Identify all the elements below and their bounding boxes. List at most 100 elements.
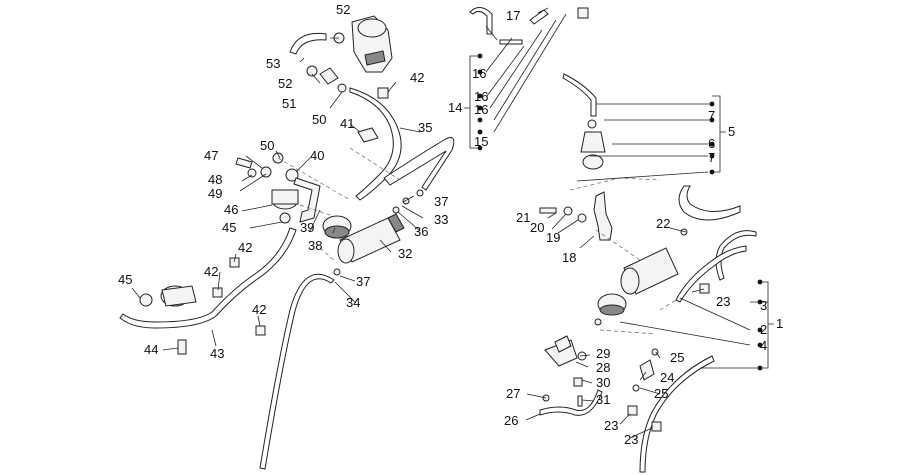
label-38: 38 (308, 238, 322, 253)
clip-23-low (651, 421, 662, 432)
label-15: 15 (474, 134, 488, 149)
clamp-50-top (337, 83, 347, 93)
filter-32 (337, 213, 405, 264)
hose-34 (259, 273, 335, 470)
hose-top-right (529, 9, 549, 25)
label-28: 28 (596, 360, 610, 375)
label-47: 47 (204, 148, 218, 163)
label-42-top: 42 (410, 70, 424, 85)
washer-48 (247, 168, 257, 178)
label-4: 4 (760, 338, 767, 353)
hose-26 (539, 389, 603, 416)
holder-28 (544, 335, 578, 367)
bolt-21 (539, 207, 557, 214)
clamp-25-top (651, 348, 659, 356)
label-50-mid: 50 (260, 138, 274, 153)
label-46: 46 (224, 202, 238, 217)
label-27: 27 (506, 386, 520, 401)
label-26: 26 (504, 413, 518, 428)
label-19: 19 (546, 230, 560, 245)
hose-43 (119, 227, 297, 329)
hose-3 (715, 230, 757, 281)
label-25-bottom: 25 (654, 386, 668, 401)
label-14: 14 (448, 100, 462, 115)
bolt-31 (577, 395, 583, 407)
label-44: 44 (144, 342, 158, 357)
label-42-low: 42 (252, 302, 266, 317)
clamp-40 (285, 168, 299, 182)
label-7-bottom: 7 (708, 150, 715, 165)
label-41: 41 (340, 116, 354, 131)
label-45-bottom: 45 (118, 272, 132, 287)
fitting-30 (573, 377, 583, 387)
label-23-top: 23 (716, 294, 730, 309)
hose-top-mid (499, 39, 523, 45)
clamp-37-top (416, 189, 424, 197)
hose-35 (349, 87, 402, 201)
label-45-top: 45 (222, 220, 236, 235)
label-42-mid-a: 42 (238, 240, 252, 255)
label-18: 18 (562, 250, 576, 265)
clamp-37-bottom (333, 268, 341, 276)
fuel-filter-canister (351, 15, 393, 73)
hose-top-left (469, 7, 493, 35)
label-22: 22 (656, 216, 670, 231)
clamp-25-bottom (632, 384, 640, 392)
label-33: 33 (434, 212, 448, 227)
clip-41 (357, 127, 379, 143)
clamp-52-bottom (306, 65, 318, 77)
label-16-a: 16 (472, 66, 486, 81)
label-2: 2 (760, 322, 767, 337)
hose-24 (639, 355, 715, 473)
label-1: 1 (776, 316, 783, 331)
fuel-pump-2 (620, 247, 679, 295)
label-51: 51 (282, 96, 296, 111)
hose-7-lower (678, 185, 741, 221)
rubber-mount-38 (322, 215, 352, 239)
clip-44 (177, 339, 187, 355)
label-37-bottom: 37 (356, 274, 370, 289)
pump-46 (271, 189, 299, 224)
clip-23-mid (627, 405, 638, 416)
label-39: 39 (300, 220, 314, 235)
label-34: 34 (346, 295, 360, 310)
label-52-top: 52 (336, 2, 350, 17)
label-3: 3 (760, 298, 767, 313)
hose-right-top (562, 73, 597, 117)
rubber-mount-4 (597, 293, 627, 316)
bracket-18 (593, 191, 613, 241)
label-21: 21 (516, 210, 530, 225)
label-23-low: 23 (624, 432, 638, 447)
label-42-mid-b: 42 (204, 264, 218, 279)
label-53: 53 (266, 56, 280, 71)
label-6: 6 (708, 136, 715, 151)
label-52-bottom: 52 (278, 76, 292, 91)
label-7-top: 7 (708, 108, 715, 123)
clamp-36 (392, 206, 400, 214)
clip-23-top (699, 283, 710, 294)
hose-53 (289, 32, 327, 55)
label-29: 29 (596, 346, 610, 361)
label-23-mid: 23 (604, 418, 618, 433)
label-24: 24 (660, 370, 674, 385)
label-20: 20 (530, 220, 544, 235)
washer-20 (563, 206, 573, 216)
clip-42-mid-b (212, 287, 223, 298)
label-48: 48 (208, 172, 222, 187)
label-35: 35 (418, 120, 432, 135)
hose-2 (675, 245, 747, 303)
clamp-22 (680, 228, 688, 236)
label-5: 5 (728, 124, 735, 139)
label-17: 17 (506, 8, 520, 23)
clip-42-mid-a (229, 257, 240, 268)
washer-19 (577, 213, 587, 223)
label-25-top: 25 (670, 350, 684, 365)
clamp-4 (594, 318, 602, 326)
label-31: 31 (596, 392, 610, 407)
clip-42-top (377, 87, 389, 99)
label-50-top: 50 (312, 112, 326, 127)
label-40: 40 (310, 148, 324, 163)
label-16-c: 16 (474, 102, 488, 117)
filter-6 (580, 119, 606, 170)
